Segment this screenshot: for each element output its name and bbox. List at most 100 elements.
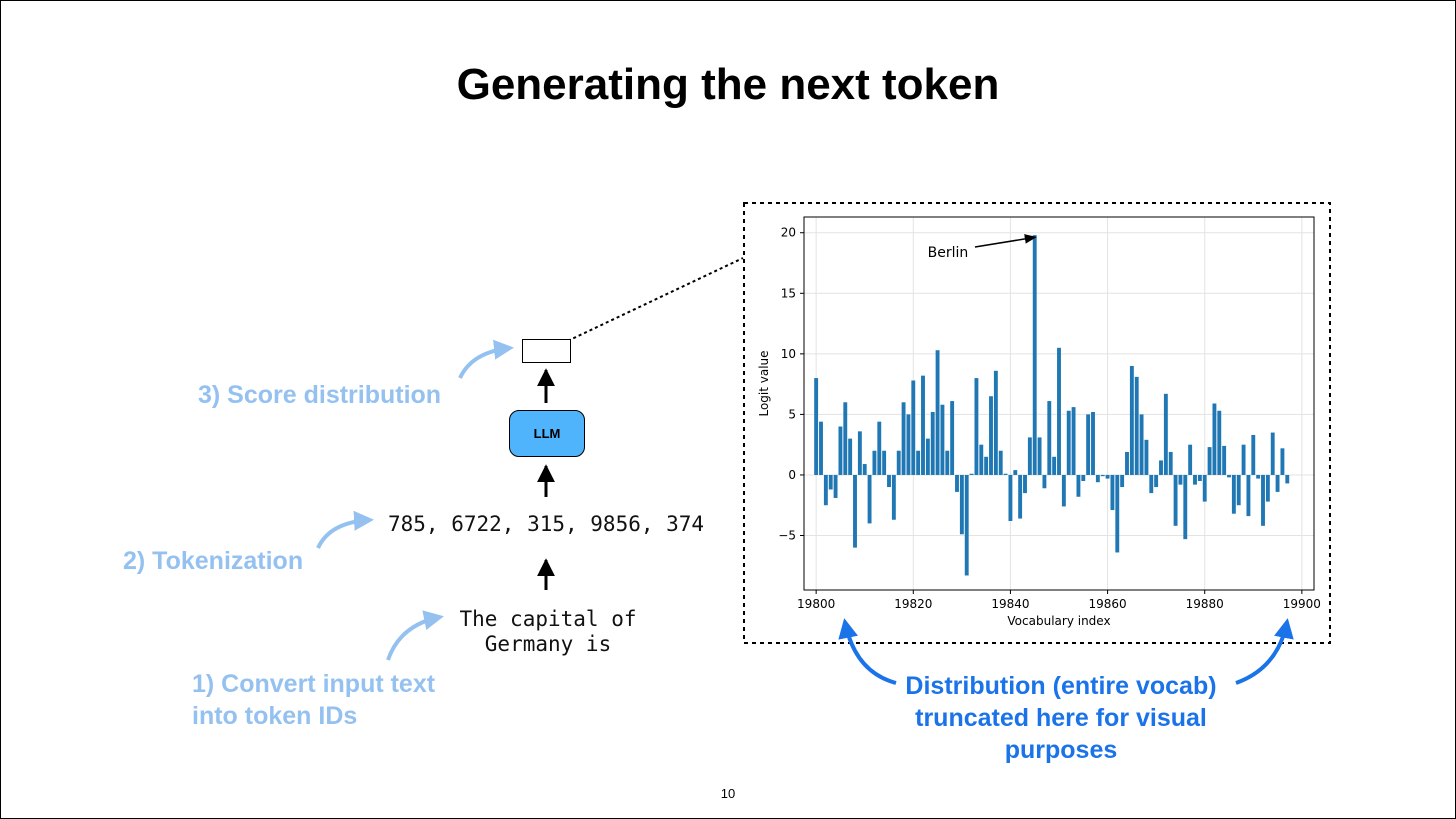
chart-axes-frame bbox=[803, 216, 1315, 591]
bar bbox=[1047, 401, 1052, 475]
bar bbox=[1256, 474, 1261, 479]
bar bbox=[1057, 347, 1061, 475]
bar bbox=[819, 421, 823, 475]
bar bbox=[1008, 474, 1013, 521]
bar bbox=[984, 456, 989, 475]
bar bbox=[1212, 403, 1217, 475]
bar bbox=[1134, 376, 1139, 475]
bar bbox=[1178, 474, 1183, 485]
bar bbox=[887, 474, 891, 488]
x-tick-label: 19860 bbox=[1088, 597, 1126, 611]
bar bbox=[1222, 445, 1227, 475]
bar bbox=[1023, 474, 1027, 494]
bar bbox=[1003, 473, 1008, 475]
step1-pointer-arrow bbox=[386, 610, 444, 661]
bar bbox=[1202, 474, 1207, 502]
y-axis-label: Logit value bbox=[757, 350, 771, 416]
bar bbox=[921, 375, 925, 475]
bar bbox=[1110, 474, 1115, 511]
bar bbox=[964, 474, 969, 576]
zoom-connector-line bbox=[556, 257, 744, 347]
bar bbox=[940, 404, 945, 475]
bar bbox=[1125, 451, 1129, 475]
x-tick-label: 19800 bbox=[797, 597, 835, 611]
bar bbox=[1241, 444, 1246, 475]
bar bbox=[1197, 474, 1202, 482]
bar bbox=[906, 414, 911, 475]
bar bbox=[1042, 474, 1047, 489]
bar bbox=[896, 450, 901, 475]
bar bbox=[1095, 474, 1100, 483]
bar bbox=[1231, 474, 1236, 514]
bar bbox=[877, 421, 882, 475]
bar bbox=[950, 401, 955, 475]
bar bbox=[1217, 410, 1222, 475]
distribution-callout: Distribution (entire vocab) truncated he… bbox=[905, 672, 1217, 764]
bar bbox=[989, 396, 993, 475]
llm-label: LLM bbox=[533, 426, 561, 441]
bar bbox=[959, 474, 964, 535]
bar bbox=[1032, 235, 1037, 475]
bar bbox=[1207, 447, 1212, 475]
bar bbox=[1159, 460, 1163, 475]
x-tick-label: 19820 bbox=[894, 597, 932, 611]
bar bbox=[925, 438, 930, 475]
y-tick-label: 10 bbox=[781, 347, 796, 361]
bar bbox=[1280, 448, 1285, 475]
y-tick-label: −5 bbox=[778, 529, 796, 543]
bar bbox=[1275, 474, 1280, 492]
page-number: 10 bbox=[720, 786, 736, 801]
bar bbox=[1251, 434, 1256, 475]
bar bbox=[828, 474, 833, 490]
y-tick-label: 20 bbox=[781, 226, 796, 240]
bar bbox=[1149, 474, 1154, 494]
bar bbox=[969, 473, 974, 475]
bar bbox=[1120, 474, 1125, 488]
x-axis-label: Vocabulary index bbox=[1007, 614, 1110, 628]
bar bbox=[1052, 456, 1057, 475]
bar bbox=[823, 474, 828, 506]
bar bbox=[901, 402, 906, 475]
bar bbox=[1129, 365, 1134, 475]
step2-label: 2) Tokenization bbox=[123, 547, 304, 575]
llm-box: LLM bbox=[509, 410, 585, 457]
bar bbox=[1173, 474, 1178, 526]
bar bbox=[1285, 474, 1290, 484]
bar bbox=[1193, 474, 1197, 485]
bar bbox=[882, 450, 887, 475]
input-text: The capital of Germany is bbox=[459, 607, 637, 656]
bar bbox=[979, 444, 984, 475]
bar bbox=[891, 474, 896, 520]
bar bbox=[1265, 474, 1270, 502]
bar bbox=[945, 450, 950, 475]
callout-arrow-left bbox=[838, 618, 897, 685]
step1-label: 1) Convert input text into token IDs bbox=[192, 670, 436, 730]
bar bbox=[1091, 411, 1095, 475]
bar bbox=[955, 474, 959, 492]
x-tick-label: 19840 bbox=[991, 597, 1029, 611]
chart-zoom-frame bbox=[743, 202, 1331, 644]
bar bbox=[993, 370, 998, 475]
bar bbox=[843, 402, 848, 475]
bar bbox=[1013, 470, 1018, 475]
bar bbox=[1018, 474, 1023, 519]
bar bbox=[1027, 437, 1032, 475]
bar bbox=[1061, 474, 1066, 507]
step3-label: 3) Score distribution bbox=[198, 381, 442, 409]
bar bbox=[1168, 451, 1173, 475]
bar bbox=[1037, 437, 1042, 475]
bar bbox=[1081, 474, 1086, 482]
y-tick-label: 5 bbox=[788, 407, 796, 421]
bar bbox=[1115, 474, 1120, 553]
bar bbox=[1076, 474, 1081, 497]
bar bbox=[998, 450, 1003, 475]
slide-title: Generating the next token bbox=[456, 60, 1000, 109]
bar bbox=[1183, 474, 1188, 540]
annotation-berlin: Berlin bbox=[928, 245, 969, 261]
step2-pointer-arrow bbox=[316, 510, 374, 549]
bar bbox=[1236, 474, 1241, 506]
bar bbox=[1261, 474, 1265, 526]
bar bbox=[1270, 432, 1275, 475]
